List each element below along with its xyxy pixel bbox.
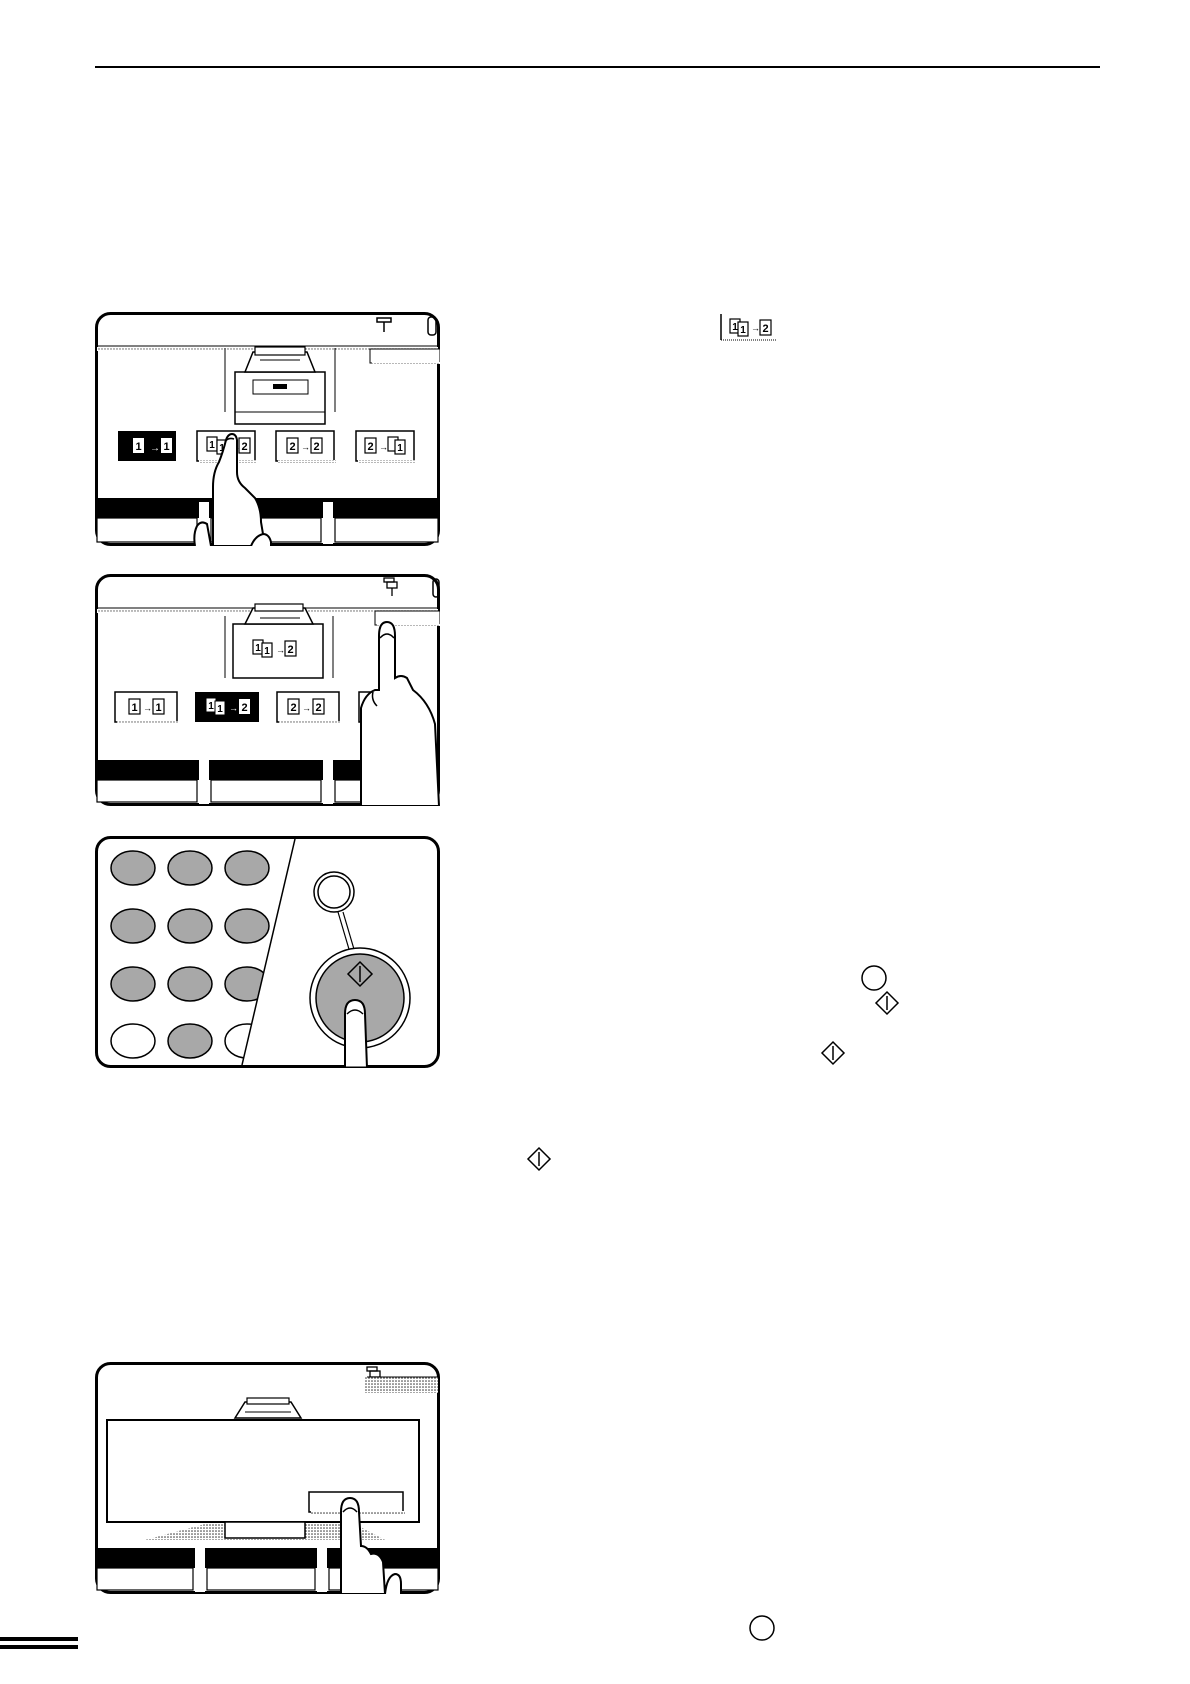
finger-icon bbox=[360, 620, 440, 806]
svg-text:1: 1 bbox=[264, 646, 270, 657]
top-rule bbox=[95, 66, 1100, 68]
paper-tray-icon bbox=[383, 577, 398, 596]
copier-icon: 1 1 → 2 bbox=[224, 603, 334, 679]
svg-text:→: → bbox=[143, 703, 152, 713]
start-key bbox=[309, 947, 411, 1067]
finger-icon bbox=[340, 1496, 402, 1594]
clear-key bbox=[313, 871, 355, 913]
start-key-inline-icon bbox=[820, 1040, 846, 1066]
clear-key-inline-icon bbox=[748, 1614, 776, 1642]
mode-1to1-key: 1 → 1 bbox=[118, 431, 176, 461]
svg-text:1: 1 bbox=[135, 441, 141, 453]
mode-2to2-key: 2 → 2 bbox=[276, 691, 341, 724]
svg-text:1: 1 bbox=[163, 441, 169, 453]
svg-text:2: 2 bbox=[762, 323, 768, 335]
svg-text:1: 1 bbox=[397, 443, 403, 454]
copier-icon bbox=[224, 346, 336, 425]
mode-1to2-inline-icon: 1 1 → 2 bbox=[720, 314, 778, 342]
illustration-panel-2: 1 1 → 2 1 → 1 1 1 → 2 2 → 2 bbox=[95, 574, 440, 806]
mode-1to1-key: 1 → 1 bbox=[114, 691, 179, 724]
copier-icon bbox=[233, 1397, 303, 1419]
svg-text:→: → bbox=[301, 442, 310, 452]
page-marker bbox=[0, 1645, 78, 1649]
svg-text:→: → bbox=[751, 323, 760, 333]
svg-text:1: 1 bbox=[209, 440, 215, 451]
svg-text:1: 1 bbox=[740, 325, 746, 336]
svg-text:2: 2 bbox=[241, 441, 247, 453]
mode-2to1-key: 2 → 1 bbox=[355, 430, 416, 463]
finger-icon bbox=[193, 432, 272, 546]
svg-text:2: 2 bbox=[287, 644, 293, 656]
mode-2to2-key: 2 → 2 bbox=[275, 430, 336, 463]
paper-tray-icon bbox=[376, 317, 392, 332]
page-marker bbox=[0, 1637, 78, 1641]
svg-text:2: 2 bbox=[367, 441, 373, 453]
svg-text:1: 1 bbox=[219, 443, 225, 454]
clear-key-inline-icon bbox=[860, 964, 888, 992]
start-key-inline-icon bbox=[526, 1146, 552, 1172]
svg-text:→: → bbox=[150, 443, 160, 454]
illustration-panel-1: 1 → 1 1 1 → 2 2 → 2 2 → 1 bbox=[95, 312, 440, 546]
svg-text:1: 1 bbox=[155, 702, 161, 714]
svg-text:2: 2 bbox=[289, 441, 295, 453]
svg-text:2: 2 bbox=[315, 702, 321, 714]
svg-text:1: 1 bbox=[217, 704, 223, 715]
svg-text:1: 1 bbox=[131, 702, 137, 714]
svg-text:1: 1 bbox=[732, 322, 738, 333]
svg-text:2: 2 bbox=[290, 702, 296, 714]
svg-text:1: 1 bbox=[255, 643, 261, 654]
numeric-keypad bbox=[110, 850, 270, 1059]
svg-text:2: 2 bbox=[313, 441, 319, 453]
svg-text:→: → bbox=[276, 645, 285, 655]
svg-text:→: → bbox=[229, 703, 238, 713]
svg-text:→: → bbox=[302, 703, 311, 713]
start-key-inline-icon bbox=[874, 990, 900, 1016]
illustration-panel-4 bbox=[95, 1362, 440, 1594]
illustration-panel-3 bbox=[95, 836, 440, 1068]
svg-text:→: → bbox=[379, 442, 388, 452]
mode-1to2-key: 1 1 → 2 bbox=[195, 692, 259, 722]
svg-text:1: 1 bbox=[208, 701, 214, 712]
svg-text:2: 2 bbox=[241, 702, 247, 714]
